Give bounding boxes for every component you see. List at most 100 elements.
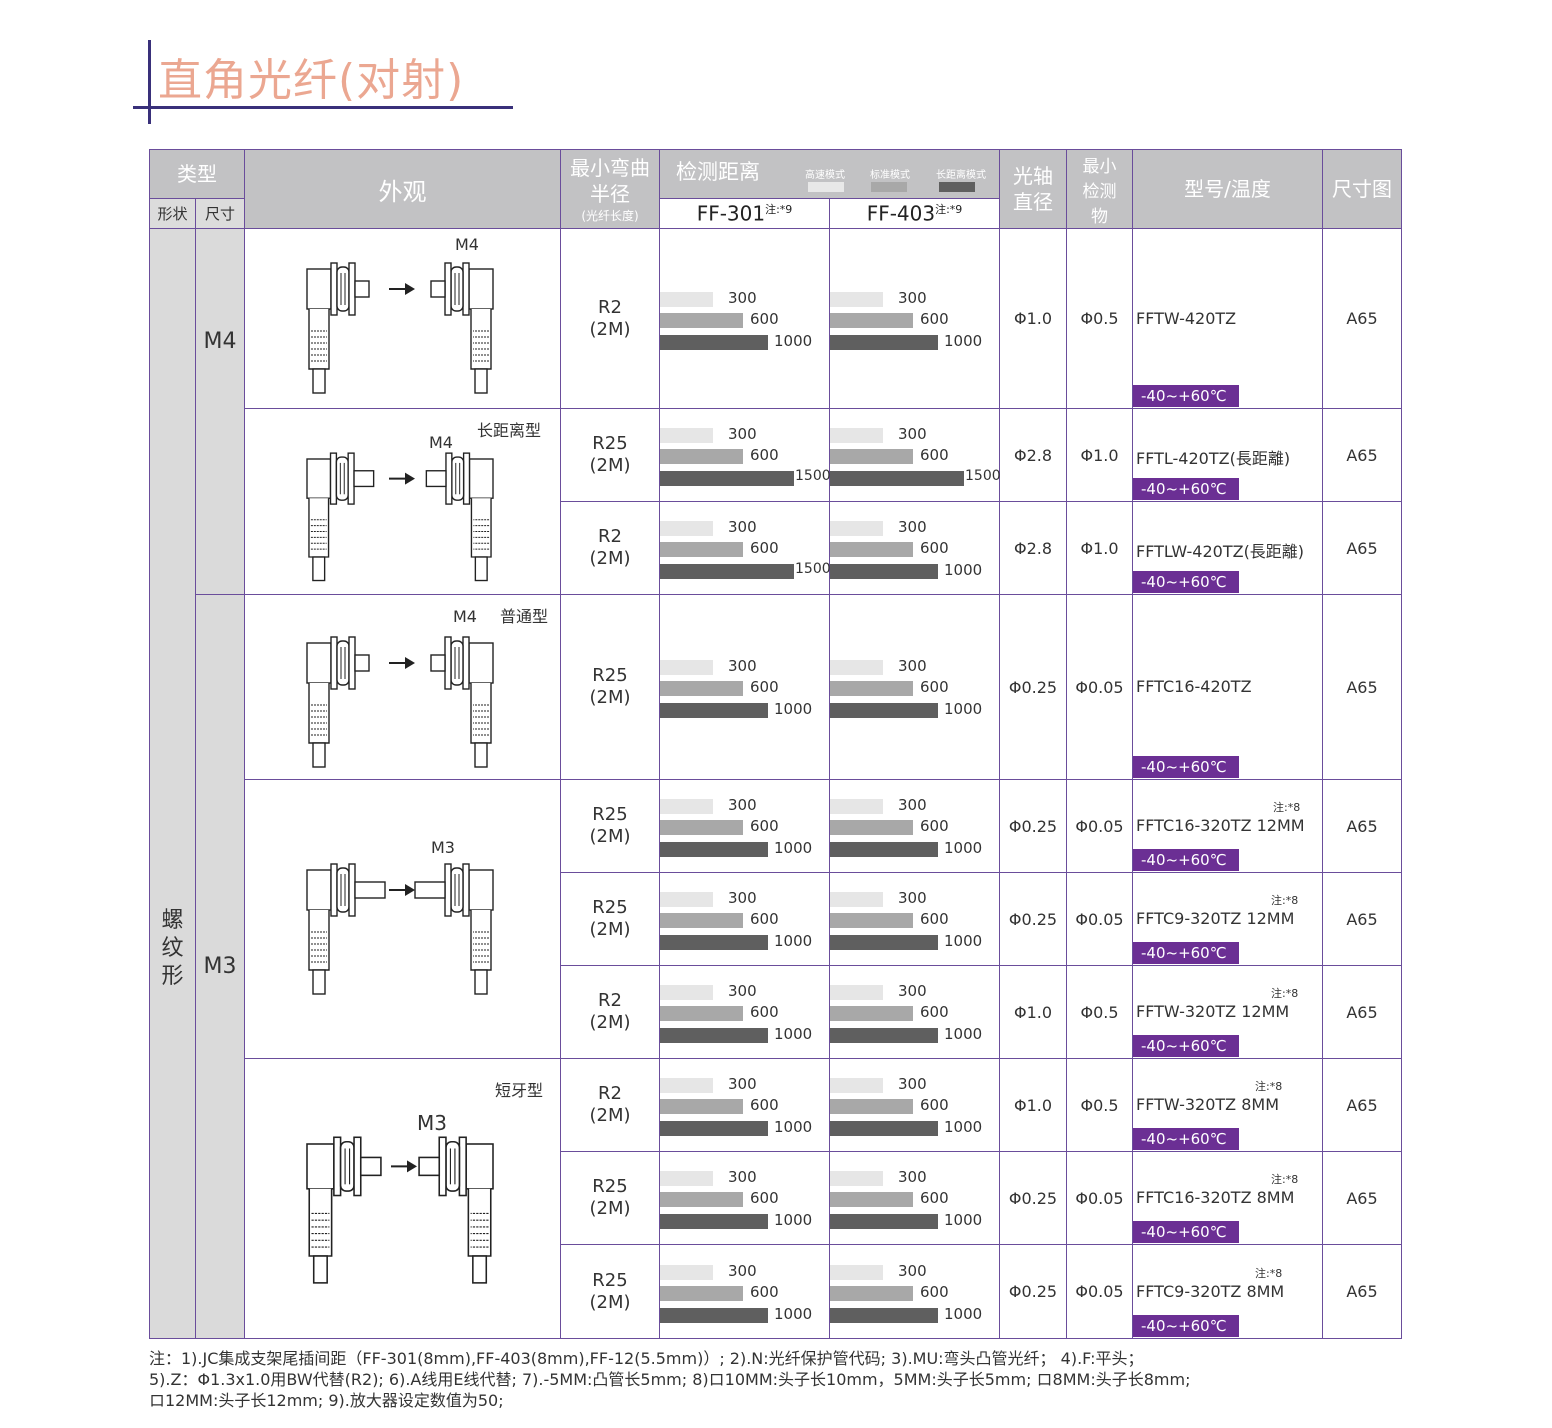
fast-mode-value: 300 — [898, 288, 927, 307]
min-object-cell: Φ1.0 — [1066, 408, 1133, 502]
bend-radius-value: R25 — [592, 804, 628, 825]
fast-mode-value: 300 — [728, 518, 757, 536]
shape-threaded: 螺纹形 — [149, 228, 196, 1339]
fiber-illustration — [306, 1136, 494, 1284]
axis-diameter-cell: Φ0.25 — [999, 1244, 1067, 1339]
arrowhead-icon — [405, 283, 415, 295]
standard-mode-bar — [830, 449, 913, 464]
fiber-illustration — [306, 636, 494, 768]
standard-mode-value: 600 — [920, 539, 949, 557]
standard-mode-bar — [660, 542, 743, 557]
fast-mode-bar — [830, 660, 883, 675]
model-note: 注:*8 — [1255, 1266, 1283, 1280]
fiber-head-icon — [430, 262, 494, 394]
header-axis: 光轴 直径 — [999, 149, 1067, 229]
long-mode-bar — [830, 1121, 938, 1136]
dimension-cell: A65 — [1322, 1058, 1402, 1152]
fast-mode-value: 300 — [898, 1261, 927, 1280]
long-mode-value: 1500 — [795, 561, 831, 577]
long-mode-value: 1000 — [774, 1118, 813, 1136]
bend-radius-cell: R25(2M) — [560, 1244, 660, 1339]
model-note: 注:*8 — [1271, 894, 1299, 907]
standard-mode-bar — [660, 1192, 743, 1207]
fiber-illustration — [306, 262, 494, 394]
fiber-head-icon — [306, 452, 375, 582]
long-mode-bar — [660, 935, 768, 950]
header-model-temp: 型号/温度 — [1132, 149, 1323, 229]
long-mode-value: 1000 — [944, 700, 983, 718]
arrowhead-icon — [405, 884, 415, 896]
long-mode-value: 1000 — [774, 700, 813, 718]
fast-mode-bar — [660, 892, 713, 907]
arrowhead-icon — [407, 1160, 417, 1173]
standard-mode-bar — [660, 681, 743, 696]
bend-radius-value: R2 — [598, 296, 622, 318]
dimension-cell: A65 — [1322, 779, 1402, 873]
bend-radius-value: R25 — [592, 665, 628, 686]
fast-mode-value: 300 — [728, 288, 757, 307]
fast-mode-value: 300 — [898, 1075, 927, 1093]
min-object-cell: Φ0.5 — [1066, 228, 1133, 409]
dimension-cell: A65 — [1322, 228, 1402, 409]
long-mode-bar — [660, 1121, 768, 1136]
bend-radius-value: R2 — [598, 1083, 622, 1104]
model-number: FFTC9-320TZ 12MM — [1136, 909, 1295, 928]
legend-long-swatch — [939, 182, 975, 192]
fiber-length-value: (2M) — [589, 919, 631, 940]
fiber-illustration — [306, 863, 494, 995]
fiber-head-icon — [414, 863, 494, 995]
long-mode-bar — [830, 842, 938, 857]
long-mode-value: 1000 — [944, 839, 983, 857]
long-mode-bar — [830, 334, 938, 350]
long-mode-value: 1000 — [774, 1025, 813, 1043]
fast-mode-bar — [830, 799, 883, 814]
long-mode-value: 1500 — [795, 468, 831, 484]
long-mode-bar — [830, 935, 938, 950]
long-mode-value: 1000 — [944, 932, 983, 950]
axis-diameter-cell: Φ2.8 — [999, 501, 1067, 595]
fiber-head-icon — [306, 262, 370, 394]
title-accent-horizontal — [133, 106, 513, 109]
fast-mode-value: 300 — [898, 1168, 927, 1186]
size-label: M3 — [431, 838, 455, 857]
min-object-cell: Φ0.05 — [1066, 1244, 1133, 1339]
standard-mode-value: 600 — [750, 910, 779, 928]
model-number: FFTW-320TZ 8MM — [1136, 1095, 1279, 1114]
fast-mode-bar — [830, 892, 883, 907]
long-mode-bar — [830, 1307, 938, 1323]
standard-mode-value: 600 — [920, 817, 949, 835]
axis-diameter-cell: Φ0.25 — [999, 1151, 1067, 1245]
size-label: M4 — [455, 235, 479, 254]
model-number: FFTL-420TZ(長距離) — [1136, 449, 1291, 468]
footnote-line: 5).Z：Φ1.3x1.0用BW代替(R2); 6).A线用E线代替; 7).-… — [149, 1370, 1191, 1389]
bend-radius-value: R25 — [592, 1176, 628, 1197]
fast-mode-bar — [660, 799, 713, 814]
bend-radius-value: R25 — [592, 433, 628, 454]
size-m4: M4 — [195, 228, 245, 595]
min-object-cell: Φ0.5 — [1066, 1058, 1133, 1152]
model-number: FFTLW-420TZ(長距離) — [1136, 542, 1305, 561]
arrowhead-icon — [405, 472, 415, 485]
standard-mode-value: 600 — [750, 817, 779, 835]
axis-diameter-cell: Φ0.25 — [999, 872, 1067, 966]
dimension-cell: A65 — [1322, 965, 1402, 1059]
model-note: 注:*8 — [1271, 1173, 1299, 1186]
model-number: FFTW-320TZ 12MM — [1136, 1002, 1290, 1021]
standard-mode-value: 600 — [920, 1189, 949, 1207]
fiber-head-icon — [425, 452, 494, 582]
long-mode-bar — [660, 564, 794, 579]
fiber-head-icon — [430, 636, 494, 768]
header-size: 尺寸 — [195, 198, 245, 229]
fast-mode-value: 300 — [898, 982, 927, 1000]
fiber-head-icon — [306, 1136, 382, 1284]
fast-mode-value: 300 — [728, 425, 757, 443]
standard-mode-value: 600 — [920, 910, 949, 928]
